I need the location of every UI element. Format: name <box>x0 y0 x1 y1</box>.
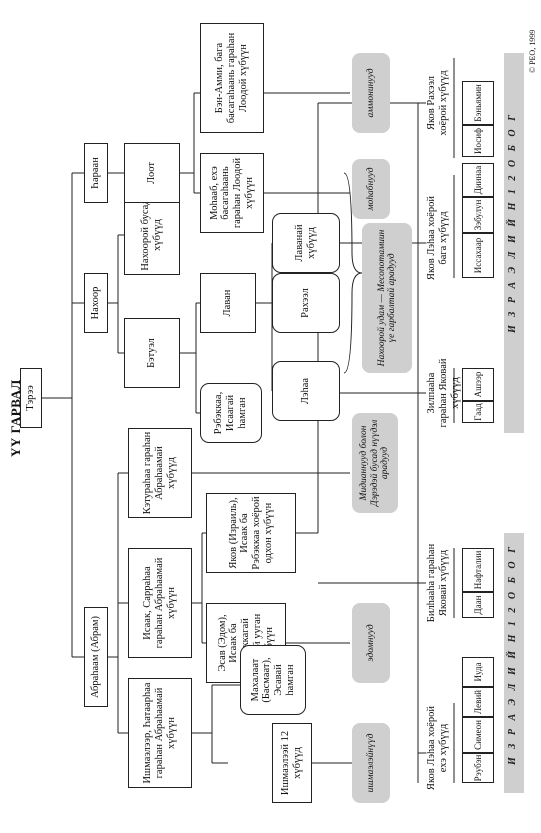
tribe-asher: Ашээр <box>462 368 494 401</box>
tribe-dinah: Диинаа <box>462 163 494 197</box>
tribe-levi: Левий <box>462 687 494 717</box>
rachel-box: Рахээл <box>272 273 340 333</box>
abraham-box: Абраһаам (Абрам) <box>84 607 108 707</box>
tribe-zebulun: Зэбулун <box>462 197 494 233</box>
laban-sons-box: Лаванай хүбүүд <box>272 213 340 273</box>
laban-box: Лаван <box>200 273 256 333</box>
leah-box: Лэһаа <box>272 361 340 421</box>
lot-box: Лоот <box>124 143 180 203</box>
copyright-text: © PEO, 1999 <box>528 29 537 73</box>
moab-box: Моһааб, ехэ басагаһаань гараһан Лоодой х… <box>200 153 264 233</box>
tribe-benjamin: Бэньямин <box>462 81 494 125</box>
group-rachel: Яков Рахээл хоёрой хүбүүд <box>426 70 449 136</box>
tribe-gad: Гаад <box>462 401 494 423</box>
keturah-box: Кэтураһаа гараһан Абраһаамай хүбүүд <box>128 428 192 518</box>
tribes-band-left-label: И З Р А Э Л И Й Н 1 2 О Б О Г <box>507 543 518 765</box>
group-bilhah: Билһааһа гараһан Яковай хүбүүд <box>426 543 449 623</box>
group-leah-younger: Яков Лэһаа хоёрой бага хүбүүд <box>426 195 449 281</box>
ishmael-box: Ишмаэлээр, Һатаарһаа гараһан Абраһаамай … <box>128 678 192 788</box>
nahorite-pill: Нахоорой удам — Месопотамиин үе гарбалта… <box>362 223 412 373</box>
edomites-pill: эдомнууд <box>352 603 390 683</box>
tribe-joseph: Иосиф <box>462 125 494 157</box>
ishmael-12-box: Ишмаэлээй 12 хүбүүд <box>272 723 312 803</box>
ishmaelites-pill: ишмаэлэйнүүд <box>352 723 390 803</box>
bethuel-box: Бэтуэл <box>124 318 180 388</box>
group-zilpah: Зилпааһа гараһан Яковай хүбүүд <box>426 358 461 428</box>
haran-box: Һараан <box>84 143 108 203</box>
isaac-box: Исаак, Сарраһаа гараһан Абраһаамай хүбүү… <box>128 548 192 658</box>
nahor-others-box: Нахоорой бусад хүбүүд <box>124 195 180 275</box>
tribe-reuben: Рэубэн <box>462 753 494 783</box>
mahalath-box: Махалаат (Басмаат), Эсавай һамган <box>240 645 306 715</box>
nahor-box: Нахоор <box>84 273 108 333</box>
rebekah-box: Рэбэккаа, Исаагай һамган <box>200 383 262 443</box>
moabites-pill: моһабнууд <box>352 159 390 219</box>
tribes-band-right-label: И З Р А Э Л И Й Н 1 2 О Б О Г <box>507 111 518 333</box>
tribe-simeon: Симеон <box>462 717 494 753</box>
terah-box: Тэрээ <box>20 368 42 428</box>
tribe-naphtali: Нафталии <box>462 548 494 592</box>
tribe-issachar: Иссахаар <box>462 233 494 278</box>
midianites-pill: Мидианнууд болон Дэрэдэй бусад нүүдэл ар… <box>352 413 398 513</box>
group-leah-elder: Яков Лэһаа хоёрой ехэ хүбүүд <box>426 705 449 791</box>
tribe-judah: Иуда <box>462 657 494 687</box>
jacob-box: Яков (Израиль), Исаак ба Рэбэккаа хоёрой… <box>206 493 296 573</box>
tribe-dan: Даан <box>462 592 494 618</box>
ammonites-pill: аммонинууд <box>352 53 390 133</box>
ammon-box: Бэн-Амми, бага басагаһаань гараһан Лоодо… <box>200 23 264 133</box>
